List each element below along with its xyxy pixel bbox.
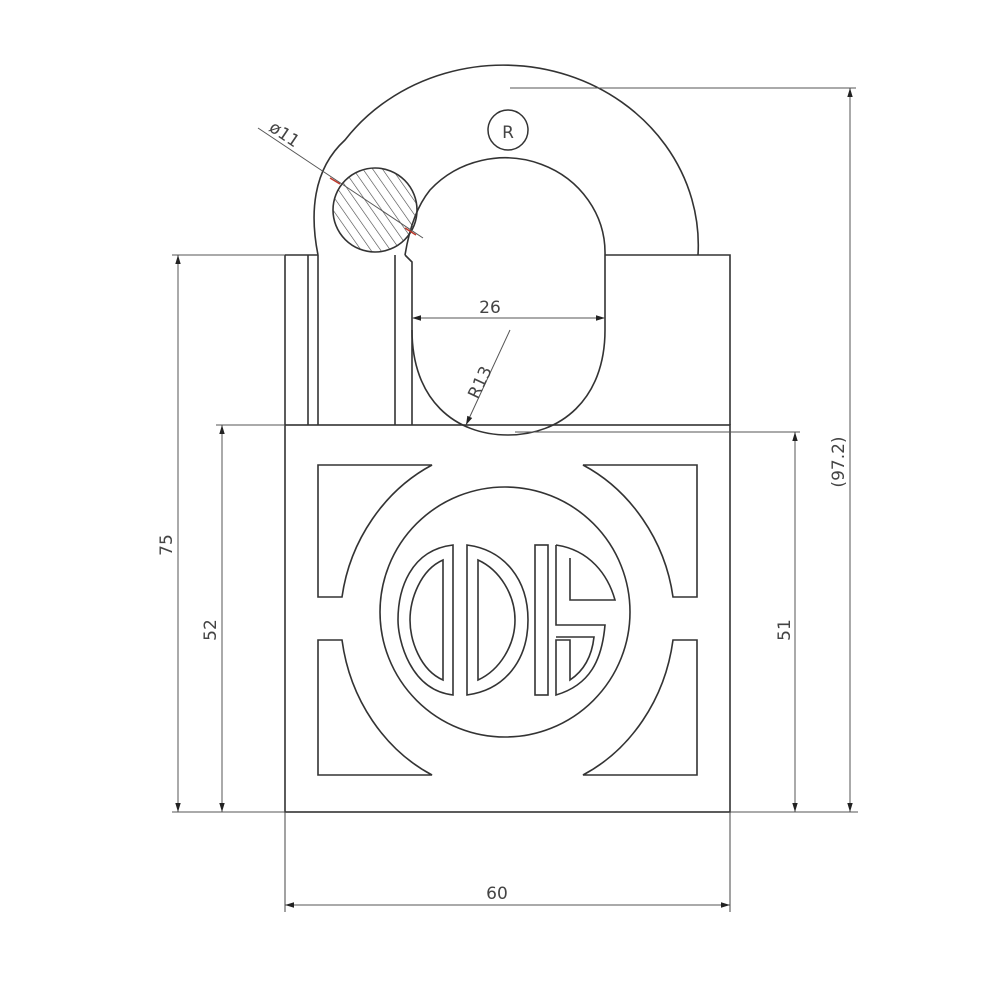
svg-text:51: 51 — [775, 619, 795, 641]
dim-total-height: (97.2) — [829, 88, 853, 812]
svg-text:52: 52 — [201, 619, 221, 641]
dim-inner-width: 26 — [412, 298, 605, 321]
dim-inner-radius: R13 — [464, 329, 511, 426]
shackle-housing — [284, 254, 731, 436]
svg-text:R: R — [502, 123, 514, 143]
registered-mark: R — [487, 109, 529, 151]
body-pattern — [317, 464, 698, 776]
dim-body-height-left: 52 — [201, 425, 225, 812]
shackle-cross-section — [332, 167, 418, 253]
lock-body — [284, 424, 731, 813]
odis-logo — [397, 544, 617, 697]
dim-body-width: 60 — [285, 884, 730, 908]
dim-housing-height: 75 — [157, 255, 181, 812]
svg-text:60: 60 — [486, 884, 508, 904]
shackle — [313, 64, 700, 425]
svg-text:(97.2): (97.2) — [829, 436, 849, 487]
svg-text:26: 26 — [479, 298, 501, 318]
dim-body-height-right: 51 — [775, 432, 798, 812]
svg-text:ø11: ø11 — [265, 118, 303, 153]
svg-text:75: 75 — [157, 534, 177, 556]
